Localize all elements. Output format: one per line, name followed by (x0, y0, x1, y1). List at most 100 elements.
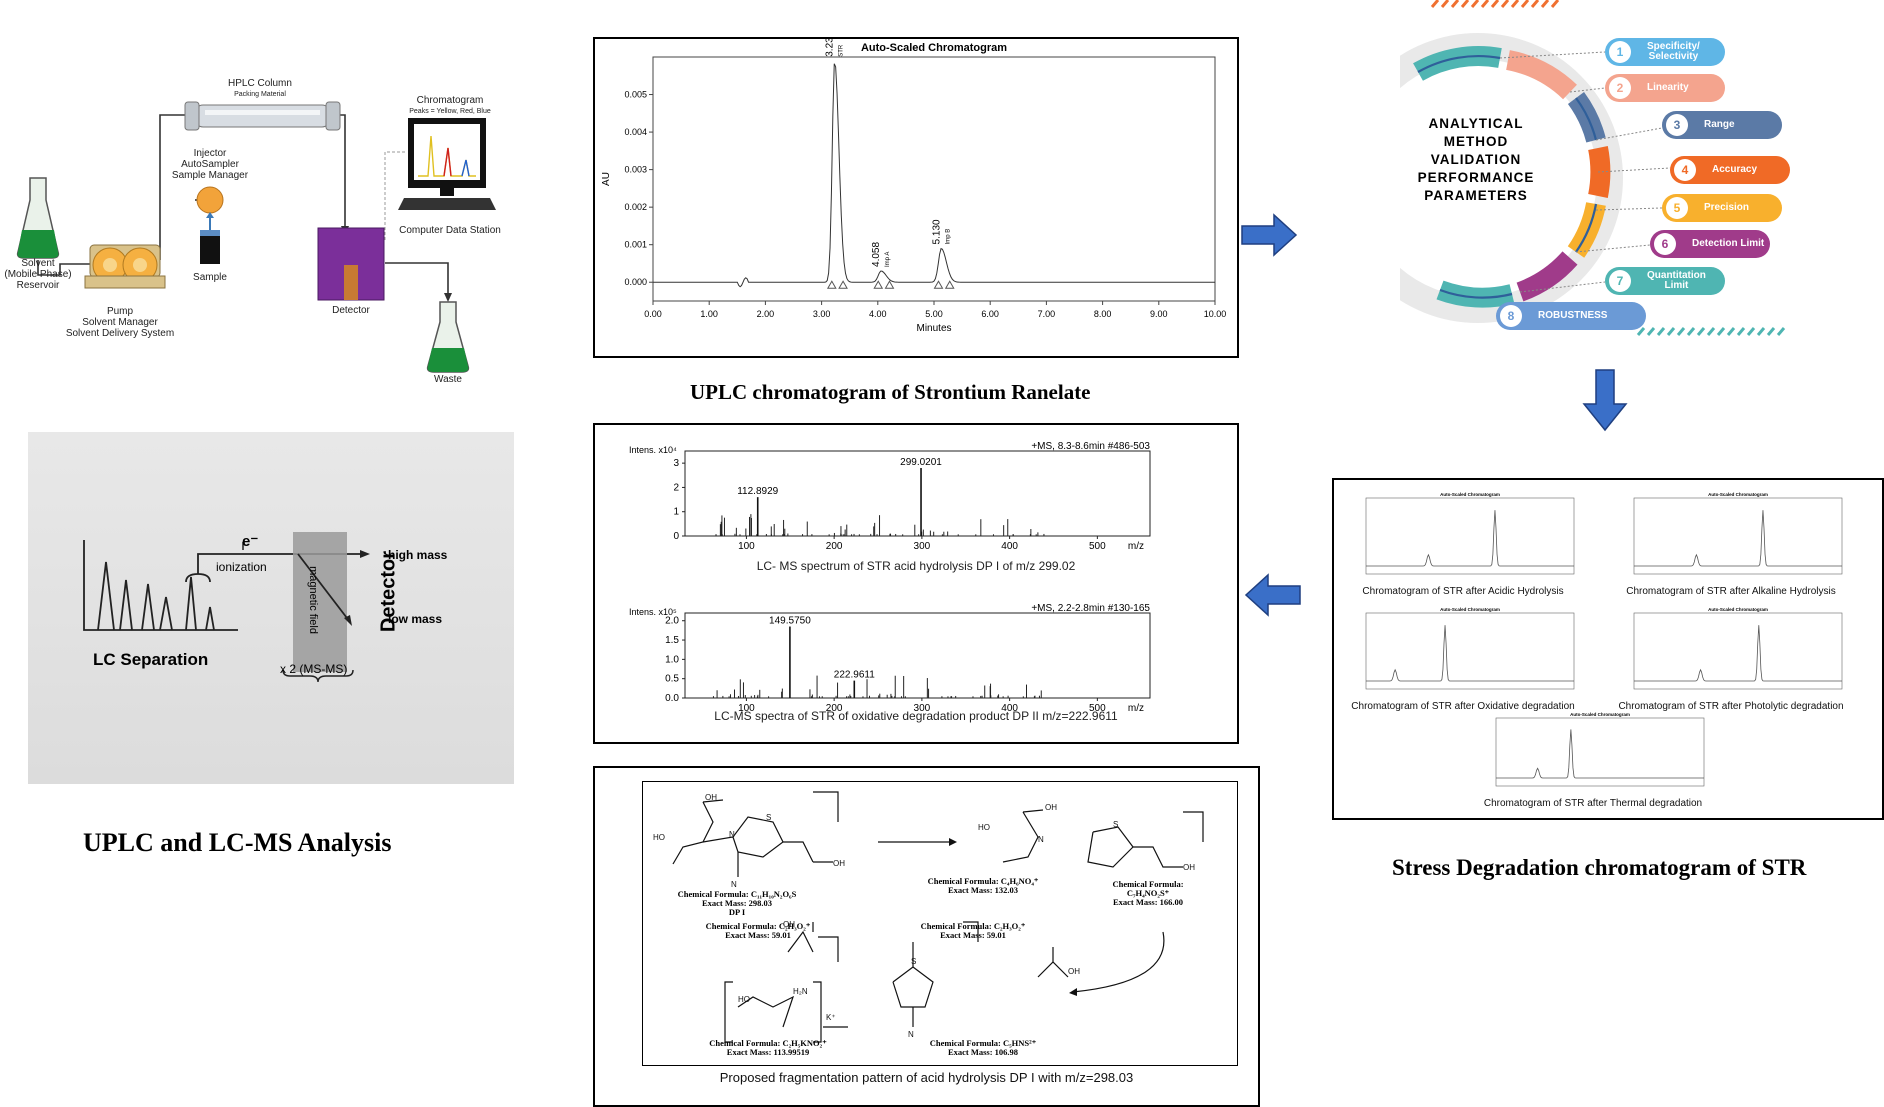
spectrum-x-tick-label: 500 (1089, 703, 1106, 714)
y-axis-label: AU (601, 172, 612, 186)
formula-frag3: Chemical Formula: C₂H₃O₂⁺ Exact Mass: 59… (705, 921, 811, 940)
x-tick-label: 7.00 (1038, 309, 1056, 319)
svg-text:N: N (731, 880, 737, 889)
stress-panel-caption: Chromatogram of STR after Acidic Hydroly… (1362, 586, 1564, 597)
stress-trace (1496, 729, 1704, 779)
parameter-number: 4 (1674, 159, 1696, 181)
sample-label: Sample (193, 272, 227, 283)
svg-text:OH: OH (705, 793, 717, 802)
validation-parameter: 3 Range (1662, 111, 1782, 139)
peak-marker (933, 280, 944, 289)
x-tick-label: 1.00 (700, 309, 718, 319)
arrow-down-icon (1582, 369, 1628, 432)
parameter-label: Accuracy (1712, 164, 1758, 175)
spectrum-y-label: Intens. x10⁴ (629, 445, 677, 455)
parameter-number: 1 (1609, 41, 1631, 63)
svg-text:S: S (766, 813, 771, 822)
svg-text:S: S (911, 957, 916, 966)
x-tick-label: 9.00 (1150, 309, 1168, 319)
chromatogram-trace (653, 63, 1215, 288)
stress-trace (1366, 510, 1574, 567)
waste-label: Waste (434, 374, 462, 385)
svg-text:OH: OH (833, 859, 845, 868)
spectrum-x-tick-label: 500 (1089, 541, 1106, 552)
svg-text:N: N (729, 830, 735, 839)
svg-text:N: N (1038, 835, 1044, 844)
spectrum-x-tick-label: 200 (826, 541, 843, 552)
peak-marker (944, 280, 955, 289)
peak-name-label: STR (839, 44, 845, 57)
arrow-right-icon (1241, 213, 1298, 257)
peak-marker (826, 280, 837, 289)
validation-infographic: ANALYTICAL METHOD VALIDATION PERFORMANCE… (1333, 0, 1884, 345)
y-tick-label: 0.002 (624, 202, 647, 212)
y-tick-label: 0.004 (624, 127, 647, 137)
stress-chromatogram: Auto-Scaled Chromatogram (1365, 607, 1575, 690)
stress-trace (1634, 625, 1842, 682)
spectrum-x-tick-label: 100 (738, 541, 755, 552)
spectrum-y-tick-label: 0 (673, 531, 679, 542)
spectrum-y-tick-label: 3 (673, 458, 679, 469)
stress-panel-title: Auto-Scaled Chromatogram (1708, 607, 1768, 612)
spectrum-title: +MS, 2.2-2.8min #130-165 (1031, 603, 1150, 614)
parameter-label: ROBUSTNESS (1538, 310, 1608, 321)
parameter-label: Range (1704, 119, 1735, 130)
x-tick-label: 0.00 (644, 309, 662, 319)
stress-frame (1633, 612, 1843, 690)
spectrum-peak-label: 149.5750 (769, 616, 811, 627)
peak-retention-label: 3.232 (825, 39, 836, 57)
detector-label: Detector (332, 305, 370, 316)
chromatogram-label: Chromatogram (416, 95, 484, 106)
peak-marker (873, 280, 884, 289)
validation-title-line: METHOD (1443, 134, 1509, 149)
stress-trace (1366, 625, 1574, 682)
arrow-left-icon (1244, 573, 1301, 617)
parameter-number: 3 (1666, 114, 1688, 136)
stress-trace (1634, 510, 1842, 567)
svg-text:K⁺: K⁺ (826, 1013, 836, 1022)
peak-retention-label: 5.130 (931, 219, 942, 244)
low-mass-label: low mass (388, 612, 443, 626)
peak-retention-label: 4.058 (871, 242, 882, 267)
spectrum-y-tick-label: 1.0 (665, 654, 679, 665)
peak-marker (884, 280, 895, 289)
uplc-chromatogram-caption: UPLC chromatogram of Strontium Ranelate (690, 380, 1091, 404)
spectrum-peak-label: 222.9611 (834, 670, 875, 681)
electron-label: e⁻ (242, 533, 259, 550)
parameter-label: Linearity (1647, 82, 1689, 93)
validation-title-line: PARAMETERS (1424, 188, 1528, 203)
chart-title: Auto-Scaled Chromatogram (861, 42, 1007, 54)
hplc-schematic (16, 101, 496, 373)
plot-frame (652, 56, 1216, 302)
stress-panel-title: Auto-Scaled Chromatogram (1440, 492, 1500, 497)
x-tick-label: 5.00 (925, 309, 943, 319)
svg-text:OH: OH (1068, 967, 1080, 976)
y-tick-label: 0.005 (624, 90, 647, 100)
parameter-number: 5 (1666, 197, 1688, 219)
spectrum-title: +MS, 8.3-8.6min #486-503 (1031, 441, 1150, 452)
fragmentation-scheme: OH HO N S N OH HO N OH S OH OH HO H₂N K⁺… (642, 781, 1238, 1066)
uplc-lcms-caption: UPLC and LC-MS Analysis (83, 828, 392, 857)
chromatogram-sublabel: Peaks = Yellow, Red, Blue (409, 108, 491, 115)
hplc-column-icon (184, 101, 341, 131)
column-label: HPLC Column (228, 78, 292, 89)
spectrum-y-tick-label: 2 (673, 482, 679, 493)
data-station-icon (398, 118, 496, 210)
injector-label: Injector AutoSampler Sample Manager (171, 148, 249, 181)
magnetic-field-label: magnetic field (307, 566, 319, 634)
spectrum-x-label: m/z (1128, 703, 1144, 714)
validation-title: ANALYTICAL METHOD VALIDATION PERFORMANCE… (1396, 115, 1556, 205)
fragmentation-box: OH HO N S N OH HO N OH S OH OH HO H₂N K⁺… (593, 766, 1260, 1107)
spectrum-peak-label: 299.0201 (900, 457, 942, 468)
column-sublabel: Packing Material (234, 91, 286, 98)
validation-title-line: VALIDATION (1430, 152, 1522, 167)
y-tick-label: 0.001 (624, 240, 647, 250)
